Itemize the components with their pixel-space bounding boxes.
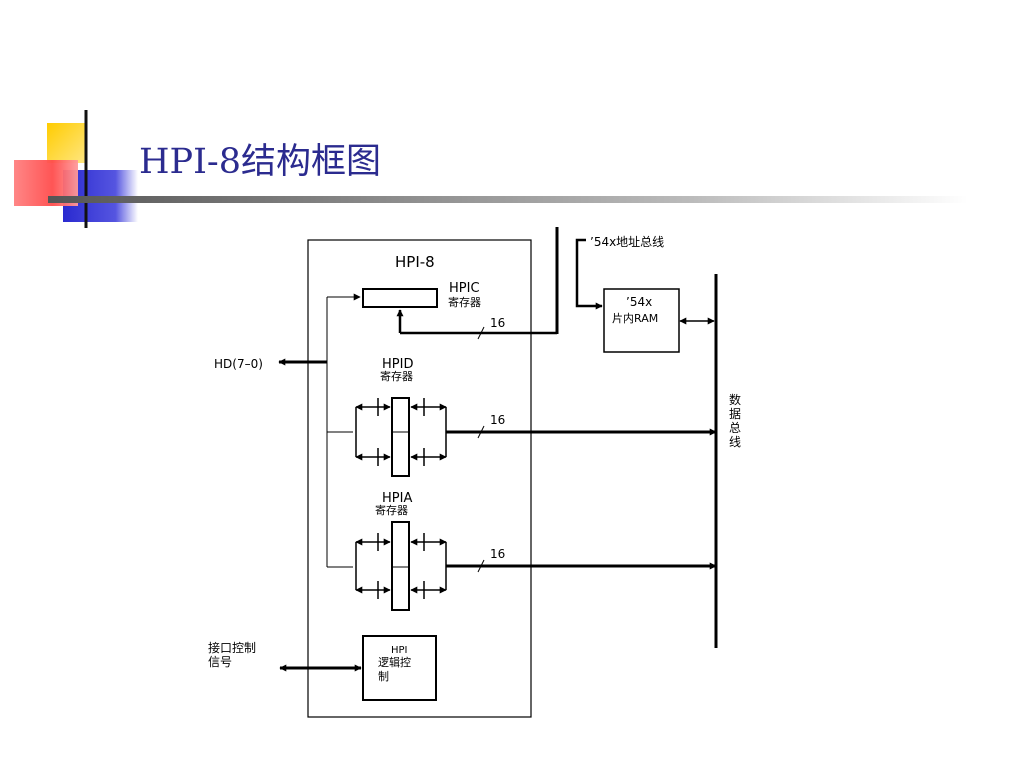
data-bus-char-1: 数 [729,392,741,407]
hpic-bus-width: 16 [490,316,505,330]
hpic-name: HPIC [449,281,480,296]
hpic-register [362,288,438,308]
ram-line-1: ’54x [626,295,652,309]
hpia-name: HPIA [382,491,412,506]
hpia-register [355,521,447,611]
hpia-bus-slash [477,559,485,573]
hpic-bus-slash [477,326,485,340]
data-bus-char-3: 总 [729,421,741,435]
hpid-name: HPID [382,357,413,372]
address-bus-to-ram [575,238,603,310]
hpid-bus-width: 16 [490,413,505,427]
data-bus-char-2: 据 [729,407,741,421]
hd-label: HD(7–0) [214,357,263,371]
hpic-sub: 寄存器 [448,295,481,309]
address-bus-label: ’54x地址总线 [590,235,664,249]
data-bus-char-4: 线 [729,435,741,449]
hpid-bus-slash [477,425,485,439]
hpid-register [355,397,447,477]
hpia-bus-width: 16 [490,547,505,561]
logic-line-3: 制 [378,670,389,683]
title-underline [48,196,968,203]
deco-yellow-square [47,123,85,163]
ctrl-signal-line-1: 接口控制 [208,640,256,655]
hpia-sub: 寄存器 [375,503,408,517]
ctrl-signal-line-2: 信号 [208,655,232,669]
slide-title: HPI-8结构框图 [139,142,381,182]
hpi8-box [307,239,532,718]
ram-box [603,288,680,353]
logic-line-2: 逻辑控 [378,655,411,669]
hpid-sub: 寄存器 [380,369,413,383]
logic-line-1: HPI [391,645,408,656]
hpi-logic-box [362,635,437,701]
ram-line-2: 片内RAM [612,311,658,325]
hpi8-box-title: HPI-8 [395,253,435,271]
